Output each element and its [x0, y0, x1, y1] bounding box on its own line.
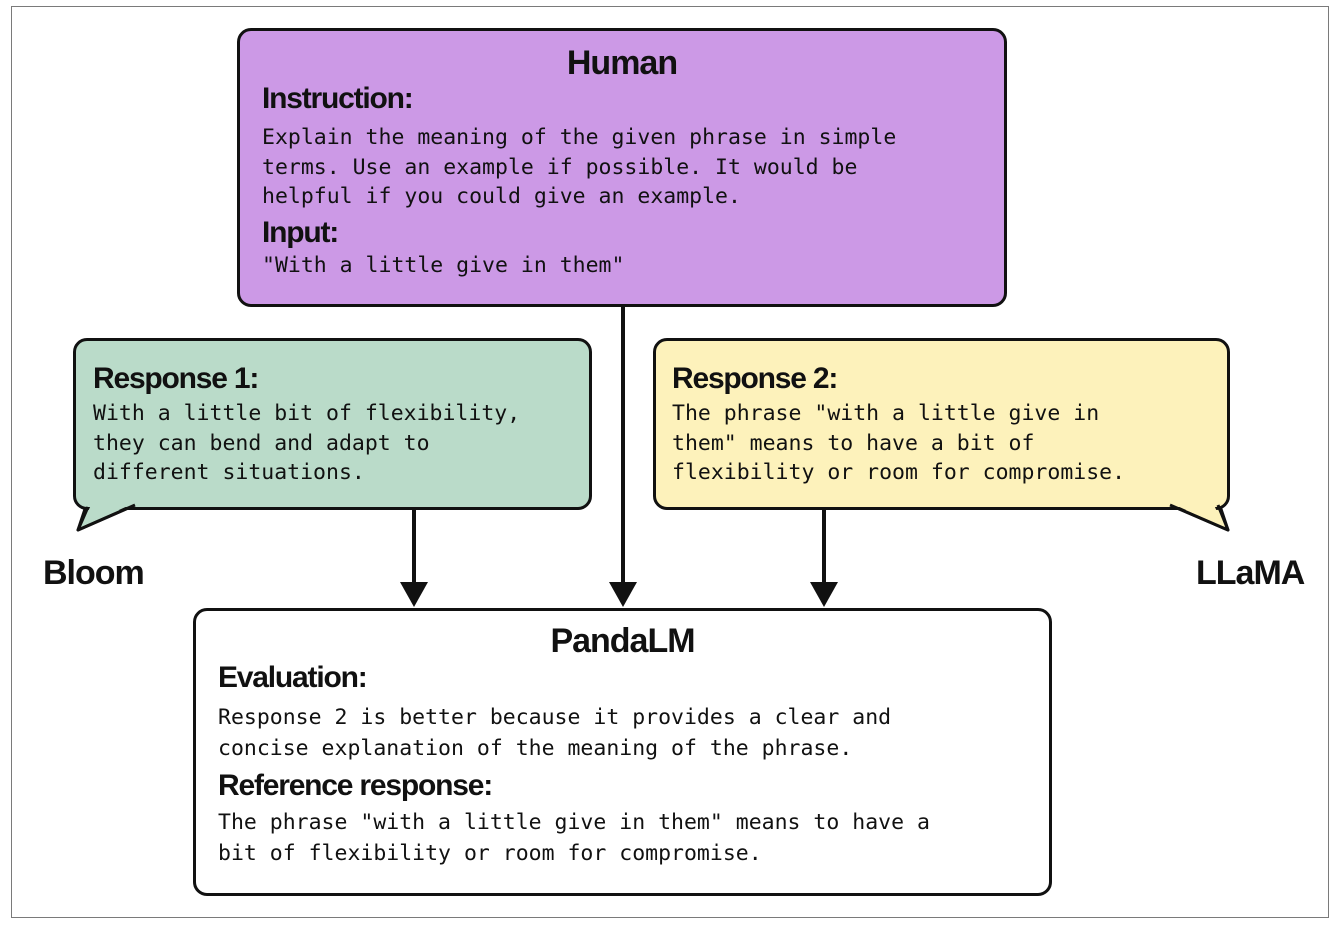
- pandalm-title: PandaLM: [550, 622, 695, 660]
- response2-bubble: Response 2: The phrase "with a little gi…: [653, 338, 1230, 510]
- response2-text: The phrase "with a little give in them" …: [672, 401, 1126, 485]
- input-text: "With a little give in them": [262, 252, 625, 278]
- human-box: Human Instruction: Explain the meaning o…: [237, 28, 1007, 307]
- figure-frame: [11, 6, 1329, 918]
- response2-heading: Response 2:: [672, 362, 838, 395]
- evaluation-text: Response 2 is better because it provides…: [218, 705, 892, 761]
- instruction-text: Explain the meaning of the given phrase …: [262, 125, 897, 209]
- arrow-response1-to-pandalm: [400, 508, 428, 607]
- instruction-heading: Instruction:: [262, 82, 414, 115]
- input-heading: Input:: [262, 215, 339, 249]
- arrow-human-to-pandalm: [609, 306, 637, 607]
- arrow-response2-to-pandalm: [810, 508, 838, 607]
- evaluation-heading: Evaluation:: [218, 661, 368, 694]
- pandalm-box: PandaLM Evaluation: Response 2 is better…: [193, 608, 1052, 896]
- reference-text: The phrase "with a little give in them" …: [218, 810, 930, 866]
- bloom-label: Bloom: [43, 554, 145, 592]
- human-title: Human: [566, 44, 678, 82]
- llama-label: LLaMA: [1196, 554, 1305, 592]
- response1-text: With a little bit of flexibility, they c…: [93, 401, 521, 485]
- reference-heading: Reference response:: [218, 769, 493, 802]
- response1-bubble: Response 1: With a little bit of flexibi…: [73, 338, 592, 510]
- response1-heading: Response 1:: [93, 362, 259, 395]
